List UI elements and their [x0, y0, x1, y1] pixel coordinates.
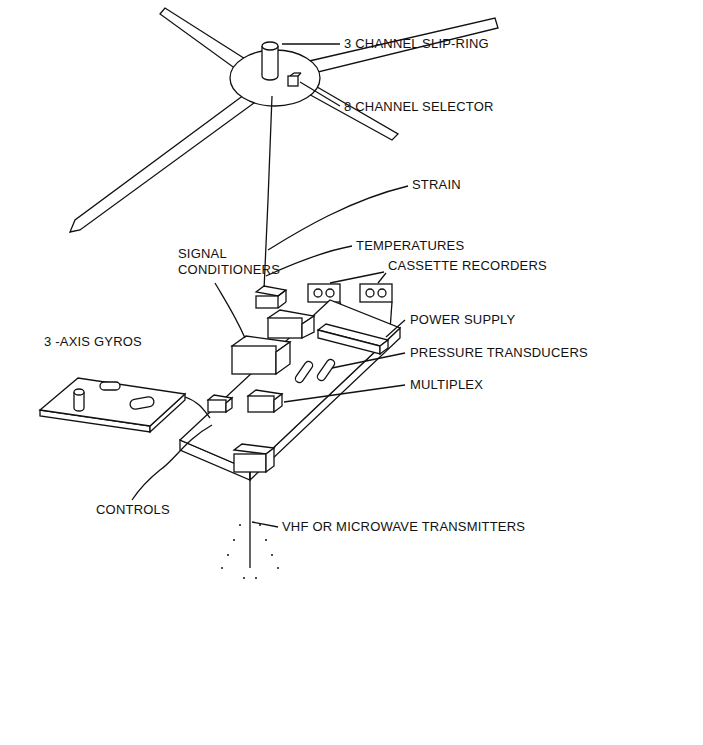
antenna — [249, 472, 250, 568]
gyro-wire — [185, 397, 210, 418]
cassette-label: CASSETTE RECORDERS — [388, 258, 547, 274]
multiplex — [208, 395, 232, 412]
leader-line — [332, 353, 405, 368]
controls-label: CONTROLS — [96, 502, 170, 518]
gyro-label: 3 -AXIS GYROS — [44, 334, 142, 350]
leader-line — [378, 273, 386, 283]
leader-line — [386, 320, 405, 337]
radiation-dots — [221, 524, 279, 579]
power-supply — [318, 324, 388, 354]
leader-line — [215, 283, 245, 338]
selector-label: 8 CHANNEL SELECTOR — [344, 99, 494, 115]
temperature-label: TEMPERATURES — [356, 238, 464, 254]
power-label: POWER SUPPLY — [410, 312, 515, 328]
rotor-blade — [70, 92, 258, 232]
multiplex — [248, 390, 282, 412]
leader-line — [284, 385, 405, 402]
cassette-recorder — [308, 284, 340, 302]
transmitter — [234, 444, 274, 472]
transmitter-label: VHF OR MICROWAVE TRANSMITTERS — [282, 519, 525, 535]
rotor-blade — [305, 18, 498, 74]
gyro-plate — [40, 378, 185, 426]
rotor-blade — [160, 8, 250, 72]
signal-conditioner — [232, 336, 290, 374]
channel-selector-edge — [294, 72, 301, 73]
slip-ring — [262, 46, 278, 80]
leader-line — [300, 82, 340, 106]
pressure-transducer — [294, 358, 336, 384]
channel-selector — [288, 76, 298, 86]
multiplex-label: MULTIPLEX — [410, 377, 483, 393]
gyro — [74, 382, 155, 411]
strain-label: STRAIN — [412, 177, 461, 193]
channel-selector-edge — [290, 73, 294, 76]
signal-conditioner — [256, 286, 286, 308]
signal-cable — [264, 96, 272, 290]
conditioner-label: SIGNAL CONDITIONERS — [178, 246, 282, 278]
cassette-recorder — [360, 284, 392, 302]
leader-line — [330, 272, 384, 283]
transducer-label: PRESSURE TRANSDUCERS — [410, 345, 588, 361]
leader-line — [252, 522, 278, 527]
signal-conditioner — [268, 310, 314, 338]
slip-ring-label: 3 CHANNEL SLIP-RING — [344, 36, 489, 52]
slip-ring-top — [262, 42, 278, 50]
controls-wire — [132, 425, 212, 500]
leader-line — [282, 43, 340, 44]
platform — [180, 300, 400, 470]
